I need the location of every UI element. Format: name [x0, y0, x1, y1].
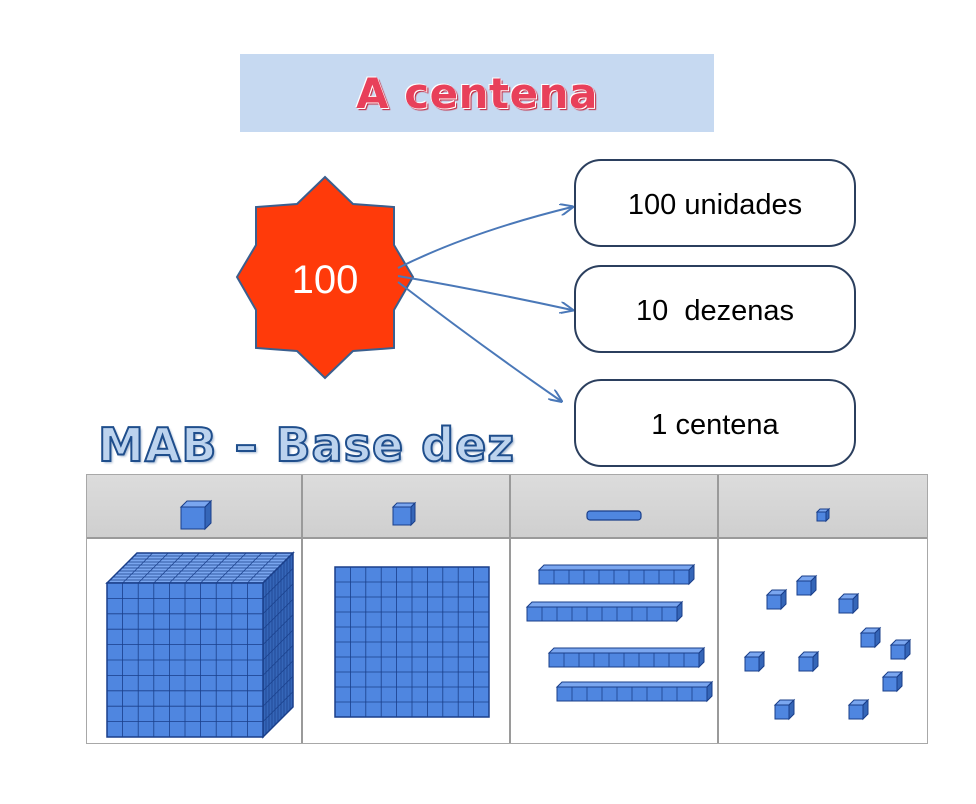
arrow-to-unidades [397, 207, 572, 269]
mab-blocks [105, 499, 912, 739]
unit-block [766, 594, 782, 610]
equivalence-label-centena: 1 centena [651, 409, 779, 441]
column-divider [717, 475, 719, 743]
unit-block [796, 580, 812, 596]
page-title: A centena [356, 68, 598, 118]
rod-block-top [537, 564, 696, 571]
rod-block-top [547, 647, 706, 654]
mab-header-row [87, 475, 927, 539]
equivalence-label-unidades: 100 unidades [628, 189, 802, 221]
equivalence-label-dezenas: 10 dezenas [636, 295, 794, 327]
column-divider [301, 475, 303, 743]
unit-block [848, 704, 864, 720]
unit-block [774, 704, 790, 720]
mab-title: MAB – Base dez [97, 417, 516, 473]
star-shape [235, 175, 415, 380]
unit-block [798, 656, 814, 672]
unit-block [838, 598, 854, 614]
title-banner: A centena [240, 54, 714, 132]
unit-block [744, 656, 760, 672]
unit-block [890, 644, 906, 660]
unit-icon [816, 511, 827, 522]
mab-panel [86, 474, 928, 744]
center-value: 100 [292, 258, 359, 302]
equivalence-box-dezenas [574, 265, 856, 353]
unit-block [860, 632, 876, 648]
unit-block [882, 676, 898, 692]
equivalence-box-centena [574, 379, 856, 467]
equivalence-box-unidades [574, 159, 856, 247]
flat-icon-side [410, 501, 416, 527]
rod-block-top [525, 601, 684, 608]
rod-icon [586, 510, 642, 521]
arrow-to-dezenas [397, 275, 572, 310]
column-divider [509, 475, 511, 743]
flat-icon [392, 506, 412, 526]
rod-block-top [555, 681, 714, 688]
arrow-to-centena [397, 281, 561, 401]
cube-icon [180, 506, 206, 530]
